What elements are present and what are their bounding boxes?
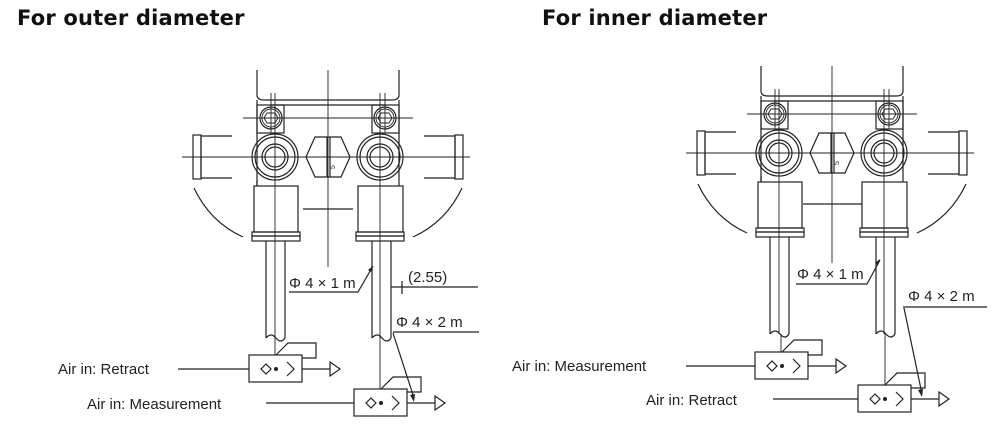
tube-label-1: Φ 4 × 1 m [289, 275, 356, 292]
title-outer-diameter: For outer diameter [17, 6, 245, 30]
solenoid-valve-measurement [754, 339, 847, 380]
dimension-label: (2.55) [408, 269, 447, 286]
outer-diameter-diagram: 5 Φ 4 × 1 m (2.55) Φ 4 × 2 m Air in: Ret… [58, 69, 479, 417]
tube-label-2: Φ 4 × 2 m [908, 288, 975, 305]
solenoid-valve-retract [857, 372, 950, 413]
tube-1-leader [796, 259, 881, 285]
valve-label-retract: Air in: Retract [646, 392, 738, 409]
tube-label-2: Φ 4 × 2 m [396, 314, 463, 331]
inner-diameter-diagram: 5 Φ 4 × 1 m Φ 4 × 2 m Air in: Measuremen… [512, 65, 987, 413]
solenoid-valve-measurement [353, 376, 446, 417]
title-inner-diameter: For inner diameter [542, 6, 768, 30]
solenoid-valve-retract [248, 342, 341, 383]
valve-label-retract: Air in: Retract [58, 361, 150, 378]
fitting-mark: 5 [330, 165, 337, 169]
valve-label-measurement: Air in: Measurement [87, 396, 222, 413]
valve-label-measurement: Air in: Measurement [512, 358, 647, 375]
tube-1-leader [289, 265, 374, 293]
fitting-assembly-drawing [181, 69, 471, 342]
tube-label-1: Φ 4 × 1 m [797, 266, 864, 283]
fitting-mark: 5 [834, 161, 841, 165]
